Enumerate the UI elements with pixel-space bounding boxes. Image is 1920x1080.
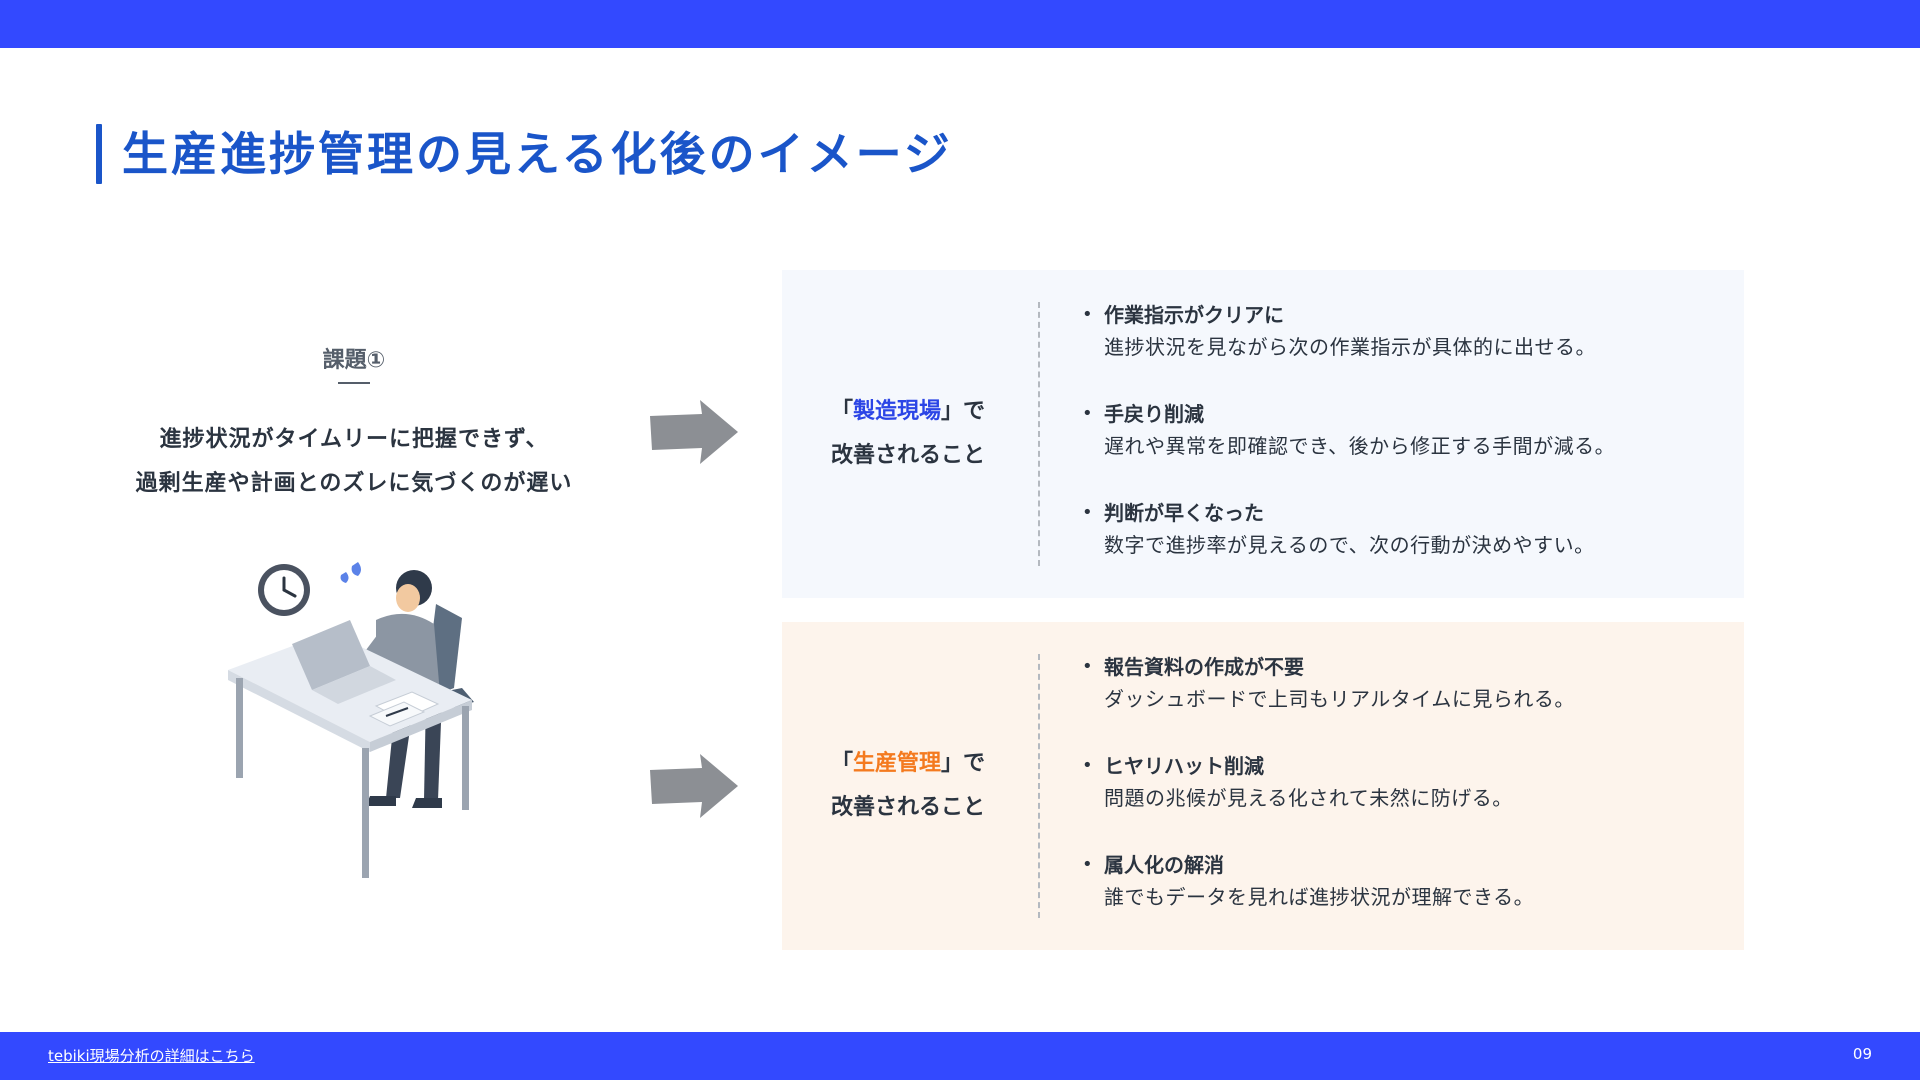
- bullet-title: 報告資料の作成が不要: [1104, 655, 1304, 679]
- list-item: • 属人化の解消 誰でもデータを見れば進捗状況が理解できる。: [1080, 850, 1720, 949]
- heading-bracket-open: 「: [830, 399, 853, 424]
- top-bar: [0, 0, 1920, 48]
- bullet-description: 数字で進捗率が見えるので、次の行動が決めやすい。: [1104, 533, 1595, 557]
- bullet-title: 判断が早くなった: [1104, 501, 1264, 525]
- issue-description: 進捗状況がタイムリーに把握できず、 過剰生産や計画とのズレに気づくのが遅い: [84, 418, 624, 506]
- bullet-list: • 報告資料の作成が不要 ダッシュボードで上司もリアルタイムに見られる。 • ヒ…: [1080, 652, 1720, 949]
- tebiki-details-link[interactable]: tebiki現場分析の詳細はこちら: [48, 1047, 255, 1065]
- panel-heading: 「製造現場」で 改善されること: [822, 390, 994, 478]
- bullet-title: 作業指示がクリアに: [1104, 303, 1284, 327]
- bullet-description: 問題の兆候が見える化されて未然に防げる。: [1104, 786, 1513, 810]
- page-number: 09: [1852, 1045, 1872, 1063]
- bullet-dot-icon: •: [1082, 656, 1093, 677]
- bullet-description: 誰でもデータを見れば進捗状況が理解できる。: [1104, 885, 1535, 909]
- worker-at-desk-illustration: [228, 562, 474, 878]
- issue-underline: [338, 382, 370, 384]
- page-title: 生産進捗管理の見える化後のイメージ: [122, 127, 953, 181]
- bullet-description: 進捗状況を見ながら次の作業指示が具体的に出せる。: [1104, 335, 1596, 359]
- bullet-dot-icon: •: [1082, 854, 1093, 875]
- dashed-divider: [1038, 654, 1040, 918]
- bullet-title: ヒヤリハット削減: [1104, 754, 1264, 778]
- panel-heading: 「生産管理」で 改善されること: [822, 742, 994, 830]
- bullet-description: 遅れや異常を即確認でき、後から修正する手間が減る。: [1104, 434, 1616, 458]
- bullet-dot-icon: •: [1082, 304, 1093, 325]
- panel-heading-line-1: 「製造現場」で: [822, 390, 994, 434]
- issue-line-1: 進捗状況がタイムリーに把握できず、: [159, 427, 549, 452]
- list-item: • 判断が早くなった 数字で進捗率が見えるので、次の行動が決めやすい。: [1080, 498, 1720, 597]
- panel-production-management: 「生産管理」で 改善されること • 報告資料の作成が不要 ダッシュボードで上司も…: [782, 622, 1744, 950]
- bullet-title: 属人化の解消: [1104, 853, 1224, 877]
- panel-heading-line-2: 改善されること: [830, 795, 985, 820]
- bullet-dot-icon: •: [1082, 755, 1093, 776]
- heading-bracket-close: 」で: [941, 399, 986, 424]
- heading-bracket-close: 」で: [941, 751, 986, 776]
- heading-bracket-open: 「: [830, 751, 853, 776]
- bottom-bar: [0, 1032, 1920, 1080]
- panel-heading-line-2: 改善されること: [830, 443, 985, 468]
- list-item: • 報告資料の作成が不要 ダッシュボードで上司もリアルタイムに見られる。: [1080, 652, 1720, 751]
- title-accent-bar: [96, 124, 102, 184]
- sweat-drops-icon: [340, 562, 361, 583]
- list-item: • 手戻り削減 遅れや異常を即確認でき、後から修正する手間が減る。: [1080, 399, 1720, 498]
- heading-highlight: 製造現場: [852, 399, 941, 424]
- bullet-list: • 作業指示がクリアに 進捗状況を見ながら次の作業指示が具体的に出せる。 • 手…: [1080, 300, 1720, 597]
- bullet-dot-icon: •: [1082, 502, 1093, 523]
- bullet-dot-icon: •: [1082, 403, 1093, 424]
- dashed-divider: [1038, 302, 1040, 566]
- list-item: • ヒヤリハット削減 問題の兆候が見える化されて未然に防げる。: [1080, 751, 1720, 850]
- issue-label: 課題①: [322, 348, 386, 373]
- bullet-title: 手戻り削減: [1104, 402, 1204, 426]
- panel-heading-line-1: 「生産管理」で: [822, 742, 994, 786]
- issue-line-2: 過剰生産や計画とのズレに気づくのが遅い: [135, 471, 573, 496]
- arrow-right-icon: [650, 754, 738, 818]
- arrow-right-icon: [650, 400, 738, 464]
- clock-icon: [258, 564, 310, 616]
- heading-highlight: 生産管理: [852, 751, 941, 776]
- list-item: • 作業指示がクリアに 進捗状況を見ながら次の作業指示が具体的に出せる。: [1080, 300, 1720, 399]
- bullet-description: ダッシュボードで上司もリアルタイムに見られる。: [1104, 687, 1575, 711]
- panel-manufacturing-site: 「製造現場」で 改善されること • 作業指示がクリアに 進捗状況を見ながら次の作…: [782, 270, 1744, 598]
